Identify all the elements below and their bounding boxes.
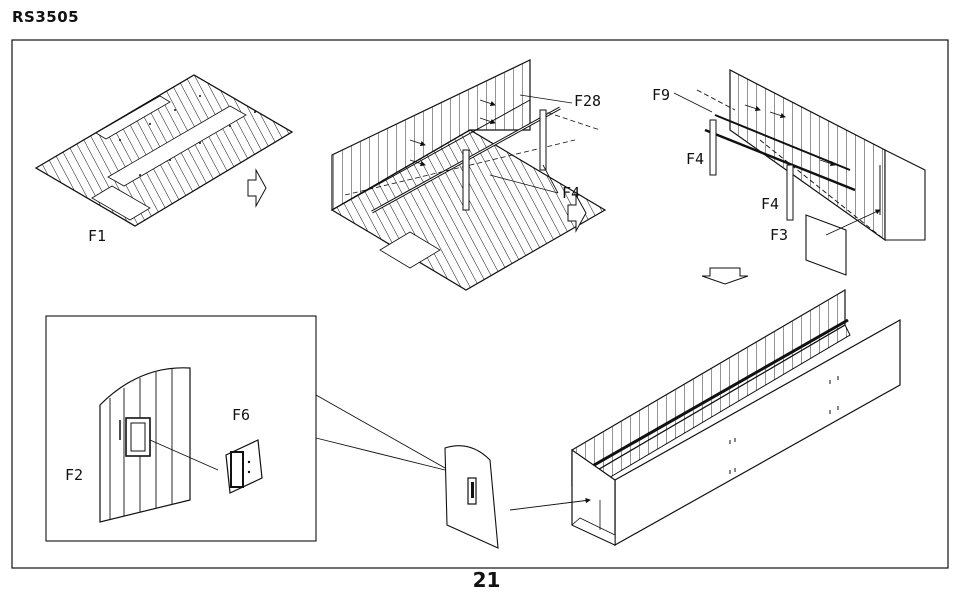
floor-with-wall-assembly [330, 59, 607, 291]
page-number: 21 [472, 568, 501, 592]
step-arrow-2-icon [567, 193, 587, 233]
label-f6: F6 [232, 406, 250, 424]
label-f28: F28 [574, 92, 601, 110]
label-f9: F9 [652, 86, 670, 104]
label-f3: F3 [770, 226, 788, 244]
label-f1: F1 [88, 227, 106, 245]
step-arrow-3-icon [701, 267, 749, 285]
page-frame [11, 39, 949, 569]
wall-with-f9-f4-f3 [673, 69, 926, 276]
instruction-code: RS3505 [12, 8, 80, 26]
end-panel-f2-detail [99, 367, 219, 523]
label-f4-right-upper: F4 [686, 150, 704, 168]
step-arrow-1-icon [247, 168, 267, 208]
floor-panel-f1 [34, 74, 294, 227]
end-panel-f2-small [444, 445, 499, 549]
label-f4-right-lower: F4 [761, 195, 779, 213]
assembled-car-body [509, 288, 901, 547]
detail-inset-frame [45, 315, 317, 542]
door-part-f6 [225, 439, 263, 494]
label-f2: F2 [65, 466, 83, 484]
